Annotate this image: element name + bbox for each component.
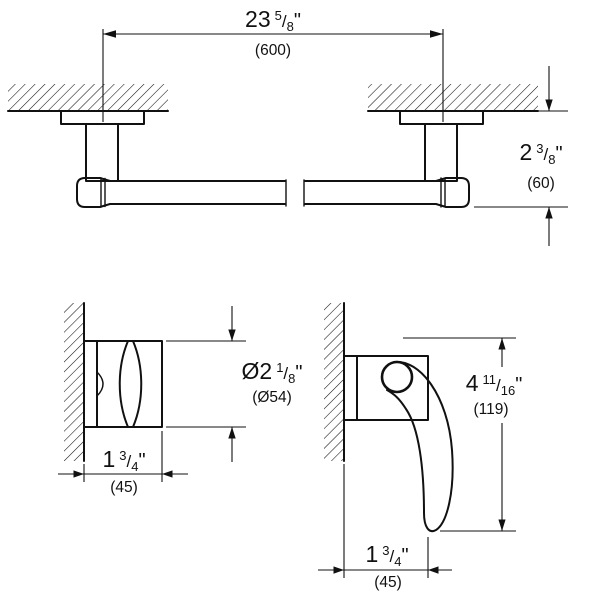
dim-bar-width-metric: (600)	[255, 42, 291, 59]
arrowhead-bottom	[228, 427, 236, 439]
dim-hook-diameter-metric: (Ø54)	[252, 389, 292, 406]
bar-left-segment	[76, 177, 286, 208]
hook-detail-curve	[96, 371, 104, 397]
arrowhead-left	[73, 470, 84, 478]
arrowhead-right	[162, 470, 173, 478]
arrowhead-bottom	[498, 519, 506, 531]
arrowhead-right	[430, 30, 443, 38]
right-escutcheon	[399, 110, 484, 125]
dim-hook-depth-metric: (45)	[110, 479, 138, 496]
dim-bar-height-metric: (60)	[527, 175, 555, 192]
arrowhead-top	[498, 338, 506, 350]
extension-lines	[403, 337, 516, 532]
bar-right-collar	[440, 177, 446, 208]
bar-left-collar	[100, 177, 106, 208]
arrowhead-top	[228, 329, 236, 341]
dim-holder-depth-metric: (45)	[374, 574, 402, 591]
extension-lines	[474, 110, 568, 208]
hook-profile-curves	[118, 340, 143, 428]
arrowhead-left	[333, 566, 344, 574]
bar-right-segment	[304, 177, 470, 208]
wall-hatching-left	[8, 84, 168, 111]
holder-arm	[386, 360, 454, 532]
left-post	[85, 123, 119, 182]
wall-hatching-right	[368, 84, 538, 111]
arrowhead-left	[103, 30, 116, 38]
pivot-circle	[380, 360, 414, 394]
wall-hatching	[64, 303, 84, 461]
arrowhead-top	[545, 99, 553, 111]
dim-holder-height-metric: (119)	[473, 401, 508, 418]
mount-plate-outline	[343, 355, 429, 421]
right-post	[424, 123, 458, 182]
bar-break-lines	[285, 179, 305, 207]
wall-hatching	[324, 303, 344, 461]
extension-lines	[343, 464, 429, 578]
hook-body-outline	[83, 340, 163, 428]
arrowhead-right	[428, 566, 439, 574]
arrowhead-bottom	[545, 207, 553, 219]
extension-lines	[102, 29, 444, 122]
extension-lines	[166, 340, 246, 428]
